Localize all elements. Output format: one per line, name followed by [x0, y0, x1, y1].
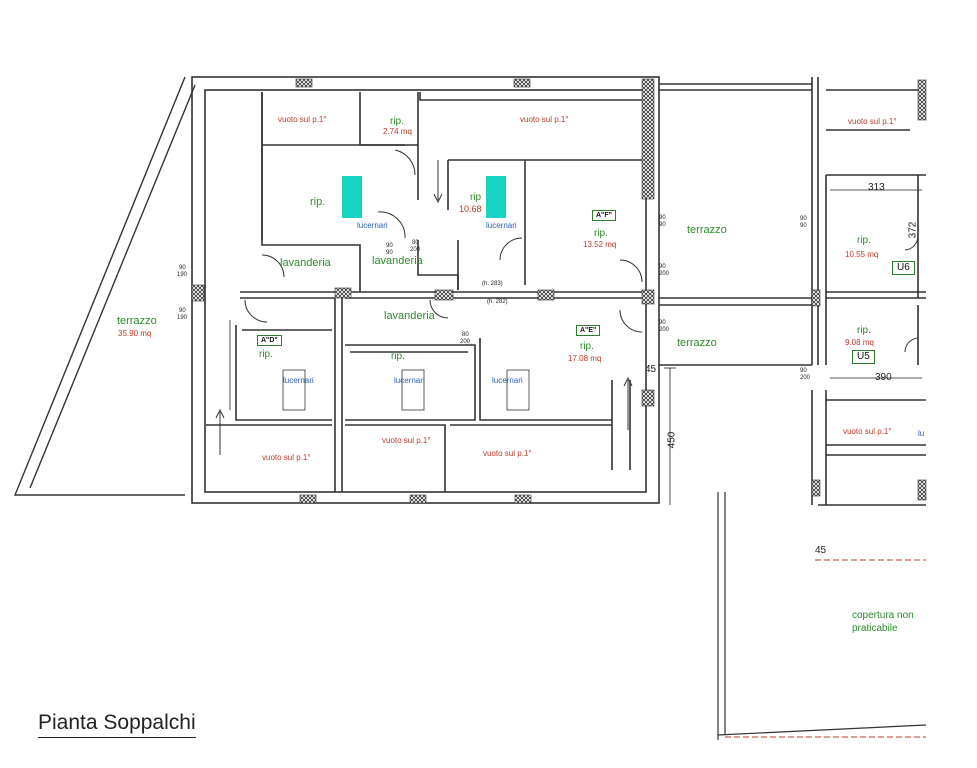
roof-edge-dashed [725, 559, 926, 738]
dimension-45-b: 45 [815, 545, 827, 556]
opening-7-width: 90 [800, 216, 807, 222]
room-area-rip-u6: 10.55 mq [845, 250, 879, 259]
room-label-vuoto-4: vuoto sul p.1° [382, 436, 431, 445]
skylight-label-3: lucernari [283, 376, 314, 385]
room-label-rip-mid: rip. [391, 351, 405, 362]
building-walls [191, 76, 660, 504]
opening-4-width: 90 [659, 264, 666, 270]
room-area-terrazzo-big: 35.90 mq [118, 329, 152, 338]
unit-tag-ae: A"E" [576, 325, 601, 336]
skylight-cyan-2 [486, 176, 506, 218]
opening-3-width: 90 [659, 215, 666, 221]
room-area-rip-e: 17.08 mq [568, 354, 602, 363]
opening-8-height: 90 [386, 250, 393, 256]
opening-5-width: 90 [659, 320, 666, 326]
room-area-rip-f: 13.52 mq [583, 240, 617, 249]
opening-6-width: 90 [800, 368, 807, 374]
skylight-outline-3 [506, 369, 530, 411]
height-note-283: (h. 283) [482, 281, 503, 287]
room-label-rip-u6: rip. [857, 235, 871, 246]
room-label-lavanderia-2: lavanderia [372, 255, 423, 267]
skylight-outline-1 [282, 369, 306, 411]
skylight-cyan-1 [342, 176, 362, 218]
opening-6-height: 200 [800, 375, 811, 381]
skylight-label-6: lu [918, 429, 925, 438]
opening-10-width: 80 [412, 240, 419, 246]
opening-2-height: 190 [177, 315, 188, 321]
opening-1-width: 90 [179, 265, 186, 271]
room-label-terrazzo-big: terrazzo [117, 315, 157, 327]
skylight-label-2: lucernari [486, 221, 517, 230]
room-label-rip-d: rip. [259, 349, 273, 360]
skylight-label-1: lucernari [357, 221, 388, 230]
roof-label-line1: copertura non [852, 610, 914, 621]
room-area-rip-top: 2.74 mq [383, 127, 412, 136]
opening-10-height: 200 [410, 247, 421, 253]
room-area-rip-center: 10.68 [459, 204, 482, 214]
page-title: Pianta Soppalchi [38, 711, 196, 738]
room-label-rip-f: rip. [594, 228, 608, 239]
dimension-lines [229, 189, 922, 505]
room-label-vuoto-1: vuoto sul p.1° [278, 115, 327, 124]
dimension-372: 372 [907, 221, 919, 239]
opening-9-width: 80 [462, 332, 469, 338]
opening-8-width: 90 [386, 243, 393, 249]
room-label-lavanderia-1: lavanderia [280, 257, 331, 269]
unit-tag-u5: U5 [852, 350, 875, 364]
roof-label-line2: praticabile [852, 623, 898, 634]
skylight-label-4: lucernari [394, 376, 425, 385]
room-label-rip-center: rip [470, 192, 482, 203]
unit-tag-af: A"F" [592, 210, 616, 221]
room-area-rip-u5: 9.08 mq [845, 338, 874, 347]
dimension-45-a: 45 [645, 364, 657, 375]
skylight-outline-2 [401, 369, 425, 411]
room-label-rip-u5: rip. [857, 325, 871, 336]
right-building-walls [659, 77, 926, 506]
room-label-terrazzo-lower: terrazzo [677, 337, 717, 349]
opening-2-width: 90 [179, 308, 186, 314]
skylights [282, 176, 530, 411]
opening-1-height: 190 [177, 272, 188, 278]
room-label-rip-e: rip. [580, 341, 594, 352]
room-label-vuoto-7: vuoto sul p.1° [843, 427, 892, 436]
terrace-outline [13, 76, 196, 496]
room-label-rip-top: rip. [390, 116, 404, 127]
roof-outline [717, 492, 927, 740]
room-label-vuoto-6: vuoto sul p.1° [483, 449, 532, 458]
height-note-282: (h. 282) [487, 299, 508, 305]
room-label-vuoto-2: vuoto sul p.1° [520, 115, 569, 124]
opening-3-height: 90 [659, 222, 666, 228]
room-label-vuoto-5: vuoto sul p.1° [262, 453, 311, 462]
unit-tag-u6: U6 [892, 261, 915, 275]
opening-4-height: 200 [659, 271, 670, 277]
dimension-390: 390 [875, 372, 892, 383]
stair-arrows [215, 160, 633, 455]
skylight-label-5: lucernari [492, 376, 523, 385]
door-swings [244, 149, 919, 353]
opening-5-height: 200 [659, 327, 670, 333]
room-label-lavanderia-3: lavanderia [384, 310, 435, 322]
dimension-450: 450 [666, 431, 678, 449]
room-label-vuoto-3: vuoto sul p.1° [848, 117, 897, 126]
opening-9-height: 200 [460, 339, 471, 345]
dimension-313: 313 [868, 182, 885, 193]
room-label-rip-left: rip. [310, 196, 326, 208]
unit-tag-ad: A"D" [257, 335, 282, 346]
hatched-wall-blocks [191, 78, 927, 504]
opening-7-height: 90 [800, 223, 807, 229]
room-label-terrazzo-upper: terrazzo [687, 224, 727, 236]
